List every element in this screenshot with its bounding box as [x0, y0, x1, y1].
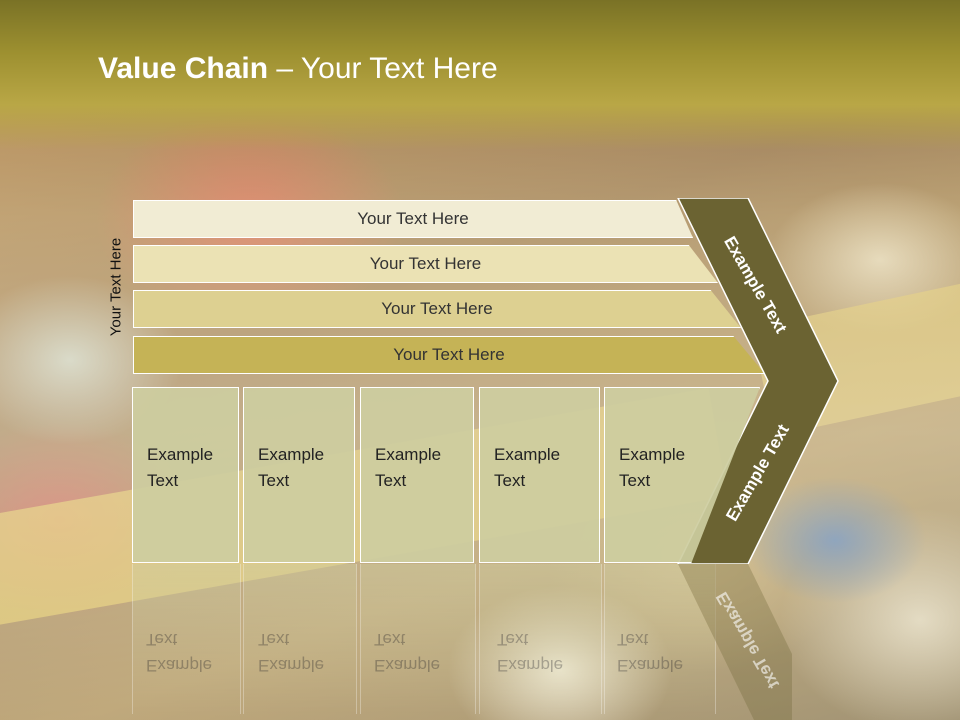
box-line-2: Text: [147, 471, 179, 490]
box-line-1: Example: [375, 445, 442, 464]
chain-row-4[interactable]: Your Text Here: [133, 336, 765, 374]
box-line-2: Text: [258, 471, 290, 490]
chain-row-label: Your Text Here: [381, 299, 493, 318]
box-line-1: Example: [147, 445, 214, 464]
box-line-1: Example: [258, 445, 325, 464]
chain-row-label: Your Text Here: [357, 209, 469, 228]
chain-row-1[interactable]: Your Text Here: [133, 200, 693, 238]
margin-chevron[interactable]: [672, 198, 840, 564]
box-line-2: Text: [375, 471, 407, 490]
chain-row-label: Your Text Here: [369, 254, 482, 273]
chevron-shape: [677, 198, 839, 564]
box-line-1: Example: [619, 445, 686, 464]
title-rest-part: – Your Text Here: [268, 52, 498, 85]
box-line-1: Example: [494, 445, 561, 464]
box-line-2: Text: [619, 471, 651, 490]
vertical-side-label[interactable]: Your Text Here: [107, 237, 125, 337]
slide-title[interactable]: Value Chain – Your Text Here: [98, 52, 498, 86]
chain-row-label: Your Text Here: [393, 345, 505, 364]
chain-row-3[interactable]: Your Text Here: [133, 290, 741, 328]
chain-row-2[interactable]: Your Text Here: [133, 245, 718, 283]
title-bold-part: Value Chain: [98, 52, 269, 85]
box-line-2: Text: [494, 471, 526, 490]
title-bar: [0, 0, 960, 150]
